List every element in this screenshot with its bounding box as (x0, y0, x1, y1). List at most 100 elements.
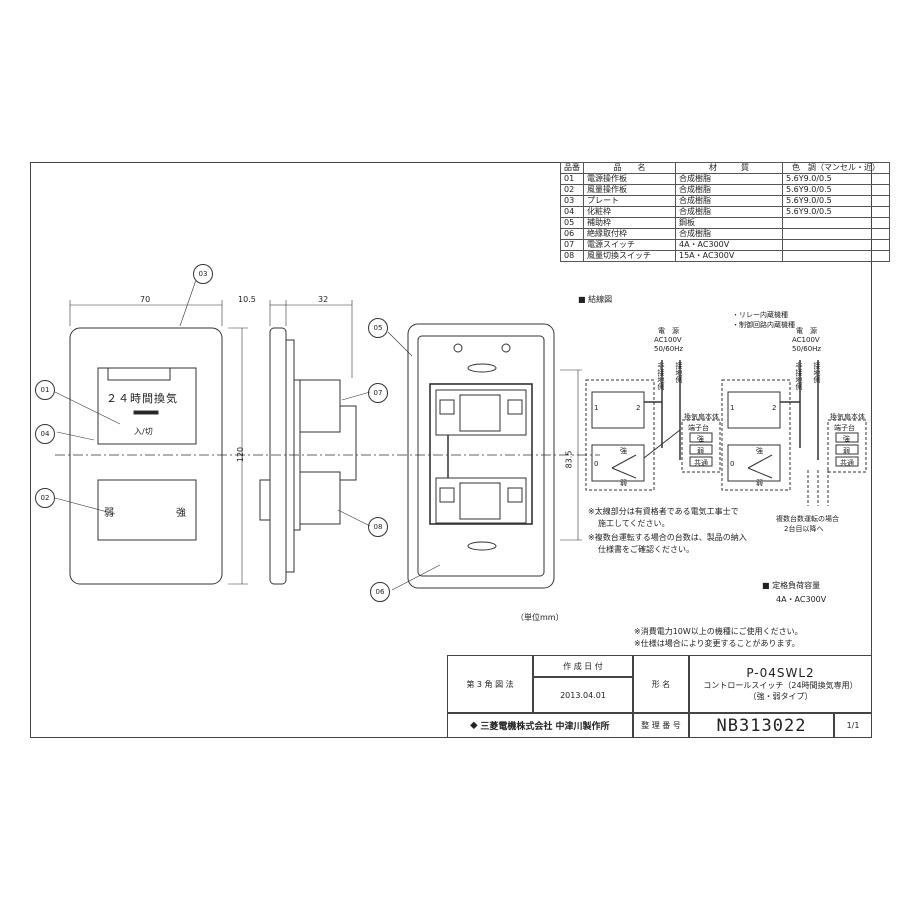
terminal (439, 399, 455, 415)
note-thick-line-1: ※太線部分は有資格者である電気工事士で (588, 507, 739, 516)
dim-depth-b-label: 32 (318, 295, 329, 304)
power-plate-notch (107, 368, 171, 381)
terminal-number: 2 (772, 404, 777, 412)
mitsubishi-logo-icon: ⬥ (470, 720, 478, 731)
frequency-label: 50/60Hz (792, 345, 822, 353)
wiring-switch-box (721, 379, 791, 491)
callout-04: 04 (35, 424, 55, 444)
live-side-label: 非接地側 (657, 362, 665, 390)
wiring-power-switch (727, 391, 781, 429)
model-number: P-04SWL2 (746, 666, 815, 680)
model-cell: P-04SWL2 コントロールスイッチ（24時間換気専用） （強・弱タイプ） (689, 655, 872, 713)
date-cell: 2013.04.01 (533, 677, 633, 713)
wire (643, 429, 681, 459)
leader-02 (54, 497, 116, 515)
title-block: 第 3 角 図 法 作 成 日 付 2013.04.01 形 名 P-04SWL… (447, 655, 872, 738)
side-wire (340, 405, 357, 481)
fan-speed-plate (97, 479, 197, 541)
switch-weak-label: 弱 (620, 479, 627, 487)
terminal-common (689, 456, 713, 467)
switch-center (459, 394, 501, 432)
spec-note: ※仕様は場合により変更することがあります。 (634, 639, 800, 648)
fan-switch-side (299, 471, 341, 525)
note-multi-1: ※複数台運転する場合の台数は、製品の納入 (588, 533, 747, 542)
callout-08: 08 (368, 517, 388, 537)
wiring-diagram-2 (721, 360, 867, 506)
common-terminal-label: 共通 (694, 459, 708, 467)
voltage-label: AC100V (792, 336, 820, 344)
rear-frame (407, 323, 555, 589)
wiring-switch-box (585, 379, 655, 491)
model-label-cell: 形 名 (633, 655, 689, 713)
power-plate (97, 367, 197, 445)
weak-label: 弱 (104, 508, 114, 519)
terminal-number: 0 (594, 460, 599, 468)
multi-unit-note-2: 2台目以降へ (784, 525, 824, 533)
note-multi-2: 仕様書をご確認ください。 (598, 545, 694, 554)
rear-mount-hole-top (467, 363, 497, 373)
fan-unit-label: 換気扇本体 (684, 413, 719, 421)
leader-08 (337, 509, 371, 527)
terminal-strong (689, 432, 713, 443)
side-protrusion (259, 479, 271, 521)
switch-strong-label: 強 (620, 447, 627, 455)
switch-contact (747, 454, 773, 469)
strong-label: 強 (176, 508, 186, 519)
terminal-strong (835, 432, 859, 443)
switch-label: ２４時間換気 (106, 392, 178, 405)
drawing-number-cell: NB313022 (689, 713, 834, 738)
front-view (55, 300, 600, 585)
date-label-cell: 作 成 日 付 (533, 655, 633, 677)
screw-hole (501, 343, 511, 353)
wiring-fan-switch (727, 444, 781, 482)
screw-hole (453, 343, 463, 353)
terminal-weak (835, 444, 859, 455)
live-side-label: 非接地側 (795, 362, 803, 390)
front-frame (69, 327, 223, 585)
relay-note-2: ・制御回路内蔵機種 (732, 321, 795, 329)
switch-contact (611, 467, 637, 479)
terminal-weak (689, 444, 713, 455)
wiring-title: ■ 結線図 (578, 295, 613, 304)
callout-02: 02 (35, 488, 55, 508)
side-view (259, 300, 357, 585)
terminal-number: 1 (730, 404, 735, 412)
terminal-label: 端子台 (688, 424, 709, 432)
multi-unit-note-1: 複数台数運転の場合 (776, 515, 839, 523)
switch-contact (747, 467, 773, 479)
projection-cell: 第 3 角 図 法 (447, 655, 533, 713)
wiring-power-switch (591, 391, 645, 429)
callout-07: 07 (368, 383, 388, 403)
terminal-common (835, 456, 859, 467)
ground-side-label: 接地側 (813, 362, 821, 383)
strong-terminal-label: 強 (697, 435, 704, 443)
rear-mount-hole-bottom (467, 541, 497, 551)
callout-01: 01 (35, 380, 55, 400)
switch-center (459, 482, 501, 520)
ground-side-label: 接地側 (675, 362, 683, 383)
common-terminal-label: 共通 (840, 459, 854, 467)
terminal (439, 487, 455, 503)
switch-contact (611, 454, 637, 469)
fan-switch-rear (435, 477, 527, 524)
switch-weak-label: 弱 (756, 479, 763, 487)
cell: 15A・AC300V (675, 250, 783, 262)
leader-05 (387, 331, 413, 357)
fan-unit-label: 換気扇本体 (830, 413, 865, 421)
model-description-1: コントロールスイッチ（24時間換気専用） (703, 681, 858, 690)
terminal-number: 2 (636, 404, 641, 412)
relay-note-1: ・リレー内蔵機種 (732, 311, 788, 319)
company-cell: ⬥ 三菱電機株式会社 中津川製作所 (447, 713, 633, 738)
callout-06: 06 (370, 582, 390, 602)
wiring-fan-switch (591, 444, 645, 482)
power-note: ※消費電力10W以上の機種にご使用ください。 (634, 627, 803, 636)
leader-04 (56, 431, 95, 441)
terminal-number: 0 (730, 460, 735, 468)
wiring-diagram-1 (585, 360, 721, 491)
leader-lines (54, 279, 441, 591)
callout-05: 05 (368, 318, 388, 338)
